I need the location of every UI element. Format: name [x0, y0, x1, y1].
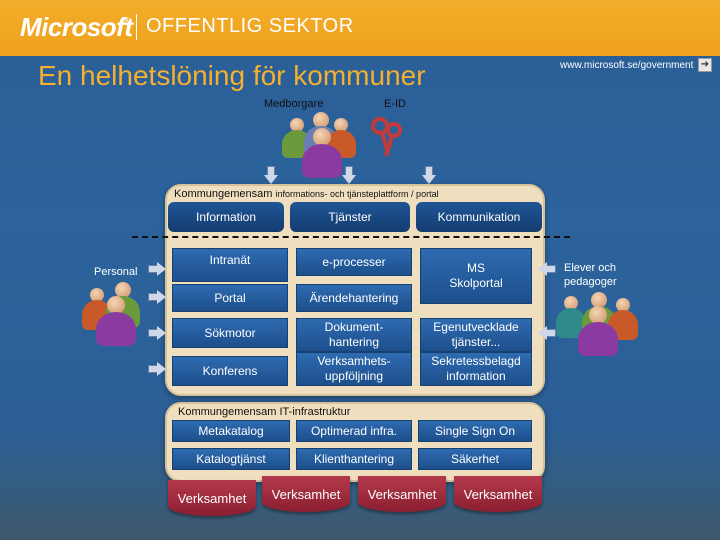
right-arrow-icon: [148, 326, 166, 340]
box-optimerad-infra: Optimerad infra.: [296, 420, 412, 442]
down-arrow-icon: [422, 166, 436, 184]
box-dokumenthantering: Dokument- hantering: [296, 318, 412, 352]
page-title: En helhetslöning för kommuner: [38, 60, 426, 91]
students-label: Elever och pedagoger: [564, 262, 617, 288]
eid-label: E-ID: [384, 98, 406, 110]
header-bar: Microsoft ® OFFENTLIG SEKTOR: [0, 0, 720, 56]
right-arrow-icon: [148, 262, 166, 276]
box-arendehantering: Ärendehantering: [296, 284, 412, 312]
box-sekretessbelagd: Sekretessbelagd information: [420, 352, 532, 386]
right-arrow-icon: [148, 290, 166, 304]
box-verksamhetsuppfoljning: Verksamhets- uppföljning: [296, 352, 412, 386]
right-arrow-icon: [148, 362, 166, 376]
dashed-divider: [132, 236, 570, 238]
box-e-processer: e-processer: [296, 248, 412, 276]
sector-label: OFFENTLIG SEKTOR: [146, 15, 354, 37]
key-icon: [371, 117, 402, 157]
section-communication: Kommunikation: [416, 202, 542, 232]
left-arrow-icon: [538, 326, 556, 340]
box-ms-skolportal: MS Skolportal: [420, 248, 532, 304]
box-konferens: Konferens: [172, 356, 288, 386]
government-link[interactable]: www.microsoft.se/government: [560, 60, 694, 71]
box-portal: Portal: [172, 284, 288, 312]
verksamhet-pillar: Verksamhet: [358, 476, 446, 512]
registered-mark: ®: [124, 16, 130, 25]
verksamhet-pillar: Verksamhet: [262, 476, 350, 512]
down-arrow-icon: [264, 166, 278, 184]
box-egenutvecklade: Egenutvecklade tjänster...: [420, 318, 532, 352]
box-sokmotor: Sökmotor: [172, 318, 288, 348]
down-arrow-icon: [342, 166, 356, 184]
infra-caption: Kommungemensam IT-infrastruktur: [178, 406, 351, 418]
verksamhet-pillar: Verksamhet: [168, 480, 256, 516]
header-separator: [136, 14, 137, 40]
citizens-label: Medborgare: [264, 98, 324, 110]
platform-caption: Kommungemensam informations- och tjänste…: [174, 188, 439, 200]
box-metakatalog: Metakatalog: [172, 420, 290, 442]
left-arrow-icon: [538, 262, 556, 276]
verksamhet-pillar: Verksamhet: [454, 476, 542, 512]
section-information: Information: [168, 202, 284, 232]
staff-label: Personal: [94, 266, 138, 278]
box-katalogtjanst: Katalogtjänst: [172, 448, 290, 470]
section-services: Tjänster: [290, 202, 410, 232]
arrow-right-icon[interactable]: ➔: [698, 58, 712, 72]
box-single-sign-on: Single Sign On: [418, 420, 532, 442]
staff-people-icon: [82, 282, 148, 346]
citizens-people-icon: [276, 112, 366, 178]
box-sakerhet: Säkerhet: [418, 448, 532, 470]
box-intranat: Intranät: [172, 248, 288, 282]
box-klienthantering: Klienthantering: [296, 448, 412, 470]
microsoft-logo: Microsoft: [20, 12, 133, 42]
students-people-icon: [556, 292, 646, 356]
